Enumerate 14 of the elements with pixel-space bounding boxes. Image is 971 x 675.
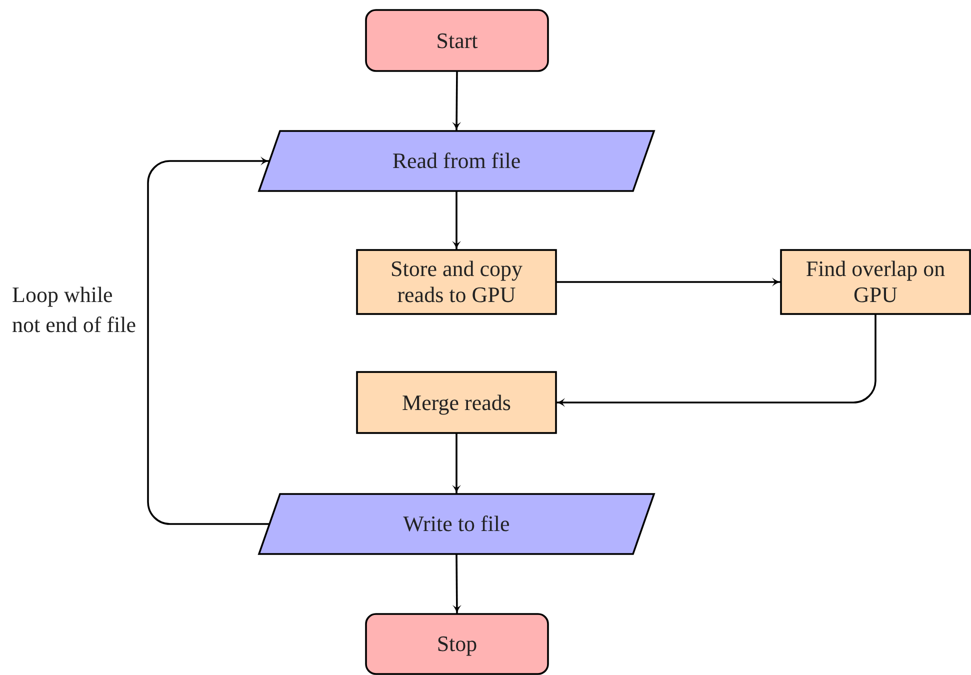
process-box — [357, 372, 556, 433]
node-label: Store and copy reads to GPU — [390, 256, 524, 308]
io-parallelogram — [259, 131, 654, 191]
node-label: Write to file — [403, 511, 510, 537]
terminal-box — [366, 614, 548, 674]
node-label: Start — [436, 28, 478, 54]
node-label: Merge reads — [402, 390, 511, 416]
process-box — [781, 250, 970, 314]
io-parallelogram — [259, 494, 654, 554]
process-box — [357, 250, 556, 314]
node-label: Find overlap on GPU — [804, 256, 946, 308]
node-label: Read from file — [392, 148, 521, 174]
node-label: Stop — [436, 631, 478, 657]
terminal-box — [366, 10, 548, 71]
